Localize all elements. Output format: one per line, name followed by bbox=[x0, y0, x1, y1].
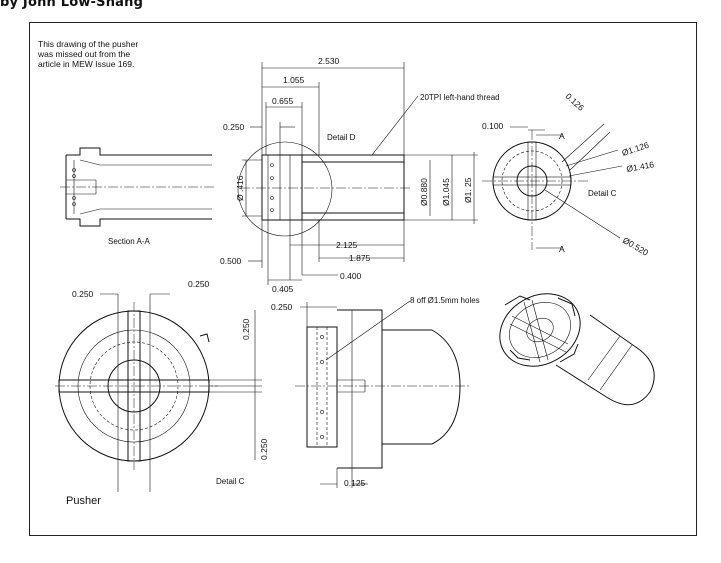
dim-p-0250-a: 0.250 bbox=[72, 289, 94, 299]
dim-s-0250: 0.250 bbox=[271, 302, 293, 312]
dim-s-0125: 0.125 bbox=[344, 478, 366, 488]
detail-d-view bbox=[237, 62, 478, 285]
holes-callout: 8 off Ø1.5mm holes bbox=[410, 296, 480, 305]
dim-p-0250-b: 0.250 bbox=[188, 279, 210, 289]
dim-0655: 0.655 bbox=[272, 96, 294, 106]
dim-0250-d: 0.250 bbox=[223, 122, 245, 132]
section-letter-a-top: A bbox=[559, 131, 565, 141]
dim-0405: 0.405 bbox=[272, 284, 294, 294]
detail-c-bottom-label: Detail C bbox=[216, 477, 245, 486]
note-line-3: article in MEW Issue 169. bbox=[38, 59, 134, 69]
dim-c-1126: Ø1.126 bbox=[621, 140, 651, 158]
note-line-1: This drawing of the pusher bbox=[38, 39, 138, 49]
section-aa-view bbox=[60, 147, 216, 227]
detail-c-top-label: Detail C bbox=[588, 189, 617, 198]
dim-416: Ø .416 bbox=[235, 175, 245, 201]
dim-125: Ø1. 25 bbox=[463, 177, 473, 203]
dim-c-0520: Ø0.520 bbox=[621, 235, 650, 258]
dim-1055: 1.055 bbox=[283, 75, 305, 85]
dim-0400: 0.400 bbox=[340, 271, 362, 281]
section-letter-a-bottom: A bbox=[559, 244, 565, 254]
dim-2125: 2.125 bbox=[336, 240, 358, 250]
pusher-isometric-view bbox=[499, 293, 655, 406]
section-aa-label: Section A-A bbox=[108, 237, 150, 246]
pusher-side-view bbox=[295, 300, 470, 488]
note-line-2: was missed out from the bbox=[37, 49, 130, 59]
dim-2530: 2.530 bbox=[318, 56, 340, 66]
pusher-end-view bbox=[55, 293, 262, 492]
detail-d-label: Detail D bbox=[327, 133, 356, 142]
dim-p-0250-v2: 0.250 bbox=[259, 438, 269, 460]
dim-1045: Ø1.045 bbox=[441, 178, 451, 206]
dim-c-1416: Ø1.416 bbox=[626, 159, 655, 174]
dim-c-0100: 0.100 bbox=[482, 121, 504, 131]
thread-callout: 20TPI left-hand thread bbox=[420, 93, 500, 102]
detail-c-top-view bbox=[482, 123, 623, 250]
pusher-label: Pusher bbox=[66, 495, 101, 507]
dim-0500: 0.500 bbox=[220, 256, 242, 266]
dim-1875: 1.875 bbox=[349, 253, 371, 263]
dim-0880: Ø0.880 bbox=[419, 178, 429, 206]
dim-c-0126: 0.126 bbox=[564, 91, 587, 113]
dim-p-0250-v1: 0.250 bbox=[241, 318, 251, 340]
author-byline: by John Low-Shang bbox=[0, 0, 144, 10]
drawing-frame bbox=[29, 22, 697, 536]
